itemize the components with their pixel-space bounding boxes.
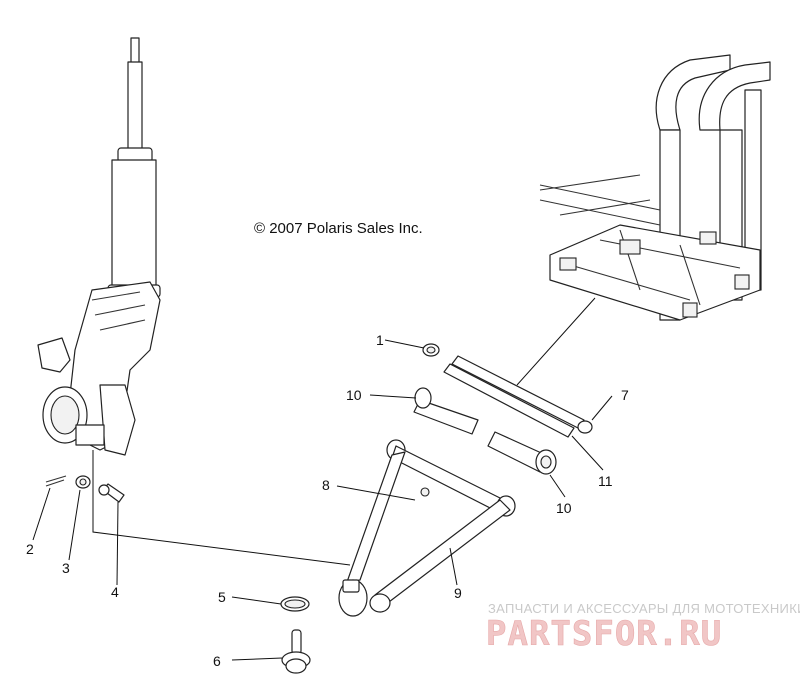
callout-2: 2 — [26, 541, 34, 557]
callout-4: 4 — [111, 584, 119, 600]
snap-ring-part-5 — [280, 596, 310, 612]
a-arm-part-9 — [338, 439, 516, 617]
callout-6: 6 — [213, 653, 221, 669]
bolt-part-7 — [451, 355, 593, 434]
callout-1: 1 — [376, 332, 384, 348]
callout-5: 5 — [218, 589, 226, 605]
callout-9: 9 — [454, 585, 462, 601]
steering-knuckle — [37, 281, 161, 456]
bushing-part-10-upper — [413, 387, 479, 435]
bolt-part-4 — [98, 483, 125, 503]
watermark-logo-text: PARTSFOR.RU — [486, 614, 722, 654]
bushing-part-10-lower — [487, 431, 557, 475]
callout-8: 8 — [322, 477, 330, 493]
callout-11: 11 — [598, 473, 613, 489]
watermark-logo: ЗАПЧАСТИ И АКСЕССУАРЫ ДЛЯ МОТОТЕХНИКИ PA… — [486, 601, 800, 654]
callout-10-upper: 10 — [346, 387, 362, 403]
cotter-pin-part-2 — [45, 475, 67, 487]
castle-nut-part-3 — [75, 475, 91, 489]
callout-10-lower: 10 — [556, 500, 572, 516]
callout-3: 3 — [62, 560, 70, 576]
callout-7: 7 — [621, 387, 629, 403]
leader-lines — [32, 297, 613, 661]
copyright-text: © 2007 Polaris Sales Inc. — [254, 220, 423, 237]
tube-part-11 — [443, 363, 575, 438]
ball-joint-part-6 — [281, 629, 311, 674]
chassis-frame — [539, 54, 771, 321]
nut-part-1 — [422, 343, 440, 357]
watermark-subtitle: ЗАПЧАСТИ И АКСЕССУАРЫ ДЛЯ МОТОТЕХНИКИ — [488, 601, 800, 616]
shock-absorber — [107, 37, 161, 298]
